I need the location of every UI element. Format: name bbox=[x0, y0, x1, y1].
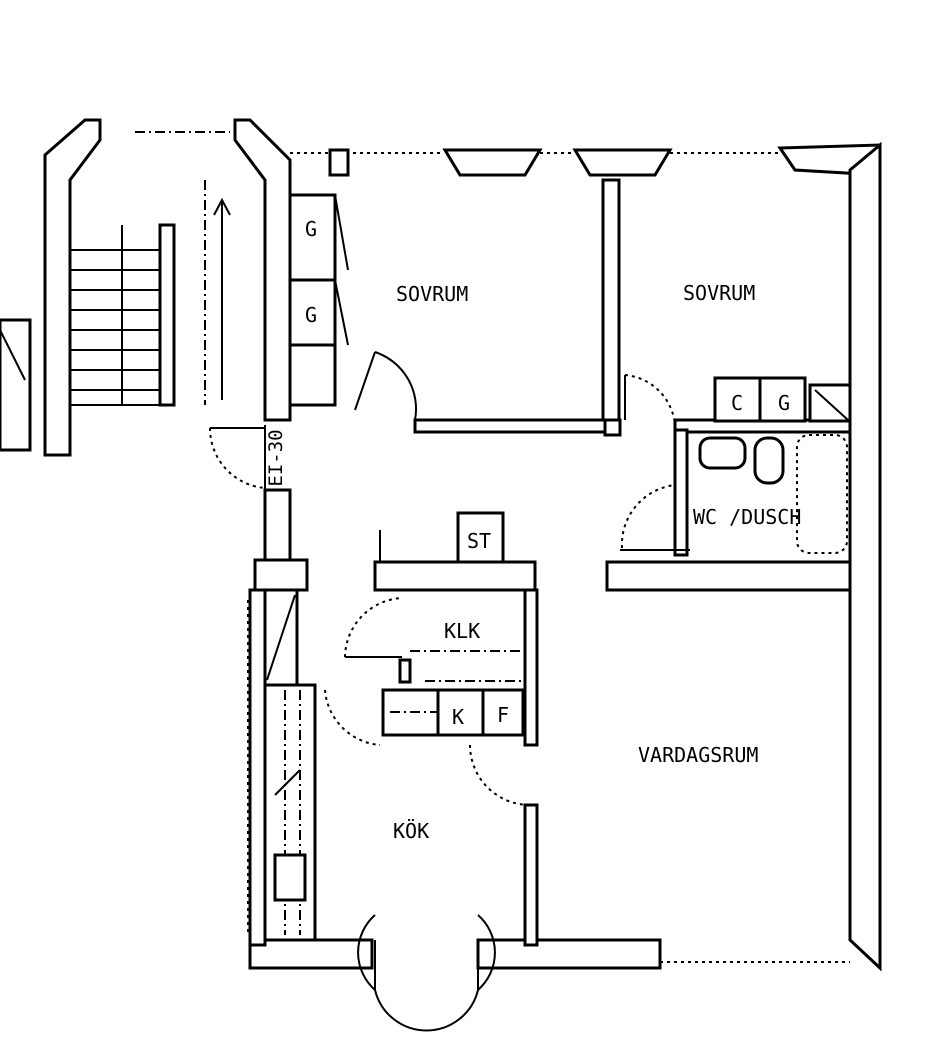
cabinet-label: G bbox=[778, 391, 790, 415]
stair-steps bbox=[70, 131, 231, 407]
freezer-label: F bbox=[497, 703, 509, 727]
exterior-walls bbox=[247, 141, 882, 972]
fire-rating-label: EI-30 bbox=[265, 429, 287, 486]
closet-label: G bbox=[305, 217, 317, 241]
window bbox=[442, 148, 543, 177]
doors: EI-30 bbox=[208, 351, 676, 1032]
room-label-bedroom: SOVRUM bbox=[683, 281, 755, 305]
bathroom-fixtures: C G bbox=[698, 376, 852, 554]
room-label-kitchen: KÖK bbox=[393, 819, 429, 843]
shower bbox=[796, 434, 848, 554]
storage-label: ST bbox=[467, 529, 491, 553]
sink bbox=[698, 436, 747, 470]
room-label-bathroom: WC /DUSCH bbox=[693, 505, 801, 529]
room-label-bedroom: SOVRUM bbox=[396, 282, 468, 306]
window bbox=[572, 148, 673, 177]
cabinet-label: C bbox=[731, 391, 743, 415]
fridge-label: K bbox=[452, 705, 464, 729]
room-label-walk-in-closet: KLK bbox=[444, 619, 480, 643]
up-arrow-icon bbox=[213, 197, 231, 216]
toilet bbox=[753, 436, 785, 485]
closets: G G bbox=[288, 193, 349, 407]
interior-walls bbox=[373, 178, 852, 947]
stairwell bbox=[0, 118, 292, 457]
room-labels: SOVRUM SOVRUM WC /DUSCH KLK VARDAGSRUM K… bbox=[393, 281, 801, 843]
room-label-living-room: VARDAGSRUM bbox=[638, 743, 758, 767]
closet-label: G bbox=[305, 303, 317, 327]
kitchen-fixtures: ST K F bbox=[263, 511, 525, 942]
